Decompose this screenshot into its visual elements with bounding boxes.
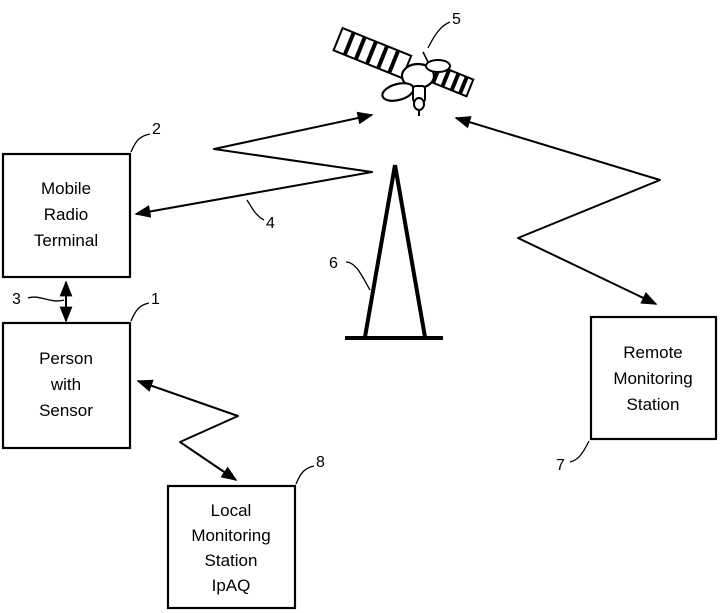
link-terminal-satellite [136, 115, 372, 214]
local-monitoring-station-line-4: IpAQ [212, 576, 251, 595]
ref-number-8: 8 [316, 454, 325, 471]
ref-number-7: 7 [556, 457, 565, 474]
local-monitoring-station-line-3: Station [205, 551, 258, 570]
local-monitoring-station-box: Local Monitoring Station IpAQ [168, 486, 295, 608]
leader-3 [28, 297, 64, 301]
person-with-sensor-line-3: Sensor [39, 401, 93, 420]
local-monitoring-station-line-1: Local [211, 501, 252, 520]
local-monitoring-station-line-2: Monitoring [191, 526, 270, 545]
ref-number-1: 1 [151, 291, 160, 308]
leader-7 [570, 441, 589, 462]
mobile-radio-terminal-line-1: Mobile [41, 179, 91, 198]
remote-monitoring-station-box: Remote Monitoring Station [591, 317, 716, 439]
leader-4 [247, 200, 264, 220]
leader-1 [131, 303, 149, 321]
leader-8 [296, 466, 314, 484]
ref-number-6: 6 [329, 255, 338, 272]
leader-6 [346, 262, 370, 290]
remote-monitoring-station-line-1: Remote [623, 343, 683, 362]
link-person-local-station [138, 381, 238, 480]
leader-2 [131, 134, 150, 152]
mobile-radio-terminal-line-3: Terminal [34, 231, 98, 250]
ref-number-4: 4 [266, 215, 275, 232]
person-with-sensor-box: Person with Sensor [3, 323, 130, 448]
link-satellite-remote-station [456, 118, 660, 304]
person-with-sensor-line-2: with [50, 375, 81, 394]
ref-number-2: 2 [152, 121, 161, 138]
leader-5 [428, 22, 450, 48]
satellite-icon [334, 28, 474, 116]
remote-monitoring-station-line-2: Monitoring [613, 369, 692, 388]
ref-number-3: 3 [12, 291, 21, 308]
mobile-radio-terminal-line-2: Radio [44, 205, 88, 224]
mobile-radio-terminal-box: Mobile Radio Terminal [3, 154, 130, 277]
remote-monitoring-station-line-3: Station [627, 395, 680, 414]
person-with-sensor-line-1: Person [39, 349, 93, 368]
ref-number-5: 5 [452, 11, 461, 28]
antenna-tower-icon [345, 165, 443, 338]
